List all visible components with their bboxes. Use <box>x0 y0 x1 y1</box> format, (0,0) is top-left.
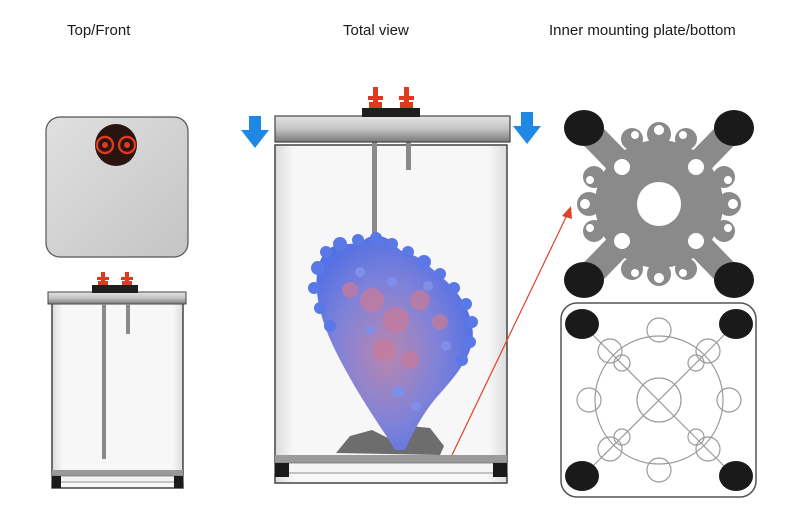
valve-port-left-icon <box>95 135 115 155</box>
long-tube <box>102 304 106 459</box>
valve-block-icon <box>95 124 137 166</box>
short-tube <box>406 140 411 170</box>
bottom-view <box>560 302 757 498</box>
total-view <box>241 87 572 484</box>
valve-left-icon <box>97 272 109 285</box>
pointer-line <box>451 212 569 456</box>
mounting-plate <box>564 110 754 298</box>
valve-right-icon <box>399 87 414 108</box>
arrow-down-icon <box>513 112 541 144</box>
top-front-label: Top/Front <box>67 22 131 39</box>
coral <box>308 232 478 450</box>
inner-plate-label: Inner mounting plate/bottom <box>549 22 736 39</box>
valve-block <box>362 108 420 117</box>
pointer-arrowhead-icon <box>562 206 572 219</box>
valve-port-right-icon <box>117 135 137 155</box>
short-tube <box>126 304 130 334</box>
front-view <box>47 272 187 489</box>
lid <box>274 115 511 143</box>
valve-left-icon <box>368 87 383 108</box>
long-tube <box>372 140 377 278</box>
valve-right-icon <box>121 272 133 285</box>
total-view-label: Total view <box>343 22 409 39</box>
top-face-view <box>45 116 189 258</box>
arrow-down-icon <box>241 116 269 148</box>
